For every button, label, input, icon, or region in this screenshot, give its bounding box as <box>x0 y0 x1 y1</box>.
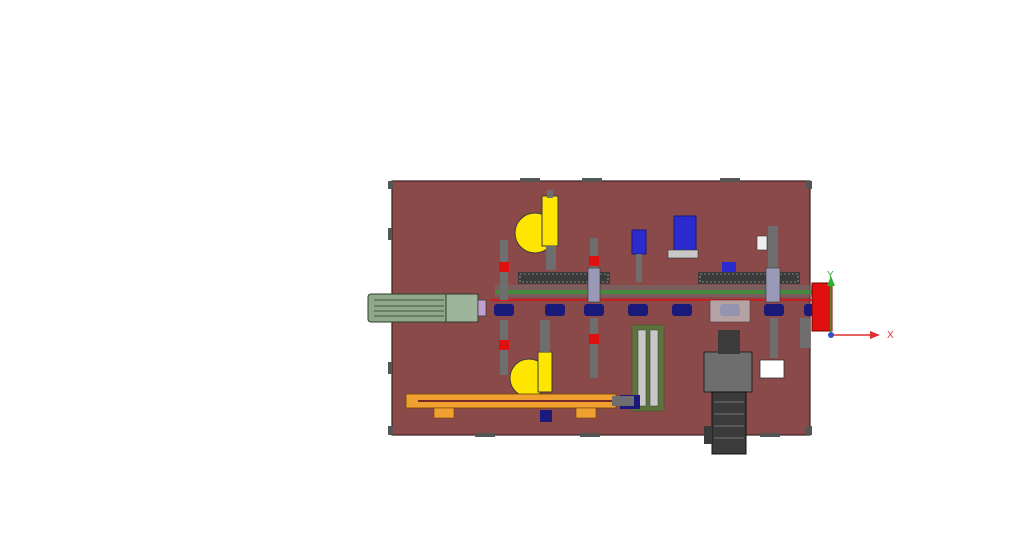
y-axis-arrow <box>827 276 835 286</box>
station-column-3[interactable] <box>584 238 604 378</box>
bottom-linear-rail[interactable] <box>405 393 634 422</box>
station-column-6[interactable] <box>709 262 751 323</box>
station-column-7[interactable] <box>756 226 784 358</box>
drive-motor[interactable] <box>703 330 753 455</box>
station-column-5[interactable] <box>667 215 699 316</box>
x-axis-label: X <box>887 330 894 341</box>
main-transfer-rail[interactable] <box>490 272 828 301</box>
left-cylinder-actuator[interactable] <box>367 293 487 323</box>
white-label-plate <box>759 359 785 379</box>
x-axis-arrow <box>870 331 880 339</box>
coordinate-triad <box>827 276 880 339</box>
station-column-2[interactable] <box>545 304 565 316</box>
center-vertical-feeder[interactable] <box>620 324 665 412</box>
station-column-4[interactable] <box>628 229 648 316</box>
station-column-1[interactable] <box>494 240 514 375</box>
end-stop-block[interactable] <box>811 282 833 332</box>
upper-yellow-reel[interactable] <box>514 190 559 270</box>
y-axis-label: Y <box>827 270 834 281</box>
origin-dot <box>828 332 834 338</box>
